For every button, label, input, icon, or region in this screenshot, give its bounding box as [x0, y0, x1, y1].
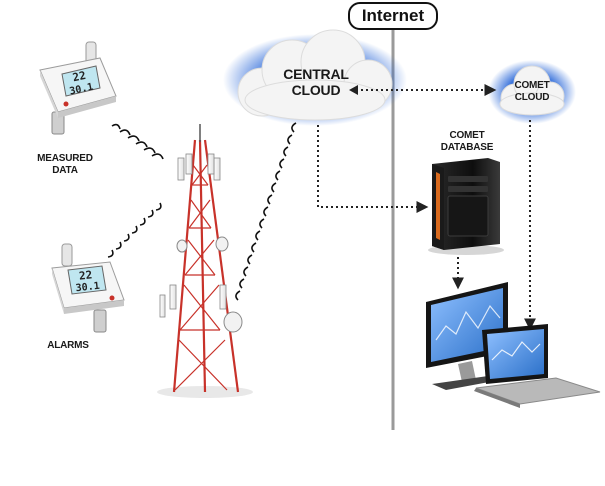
database-server-icon [428, 158, 504, 255]
internet-label: Internet [348, 2, 438, 30]
alarms-label: ALARMS [47, 340, 89, 351]
comet-database-label-line2: DATABASE [440, 141, 494, 153]
cloud-to-database-connector [317, 125, 429, 213]
laptop-icon [474, 324, 601, 408]
measured-data-label-line2: DATA [52, 164, 78, 176]
measured-data-label: MEASURED DATA [30, 153, 100, 176]
central-cloud-label-line1: CENTRAL [283, 66, 349, 82]
sensor-bottom-display-line2: 30.1 [75, 281, 100, 294]
central-cloud-label-line2: CLOUD [291, 82, 341, 99]
sensor-top-display-line1: 22 [71, 69, 87, 84]
wireless-signal-top [111, 123, 164, 160]
cell-tower-icon [157, 124, 253, 398]
comet-database-label-line1: COMET [449, 130, 485, 141]
wireless-signal-cloud [235, 122, 297, 301]
central-cloud [223, 29, 407, 126]
sensor-bottom-display-line1: 22 [78, 268, 93, 282]
measured-data-label-line1: MEASURED [37, 153, 93, 164]
sensor-device-top [39, 41, 117, 135]
comet-cloud-label: COMET CLOUD [508, 80, 556, 103]
comet-cloud-label-line1: COMET [514, 80, 550, 91]
sensor-device-bottom [51, 243, 125, 333]
comet-database-label: COMET DATABASE [432, 130, 502, 153]
comet-cloud [488, 60, 576, 124]
sensor-top-display-line2: 30.1 [69, 82, 95, 98]
cloud-link-arrow [349, 84, 497, 96]
central-cloud-label: CENTRAL CLOUD [280, 66, 352, 98]
comet-cloud-label-line2: CLOUD [514, 91, 550, 103]
wireless-signal-bottom [107, 202, 162, 258]
